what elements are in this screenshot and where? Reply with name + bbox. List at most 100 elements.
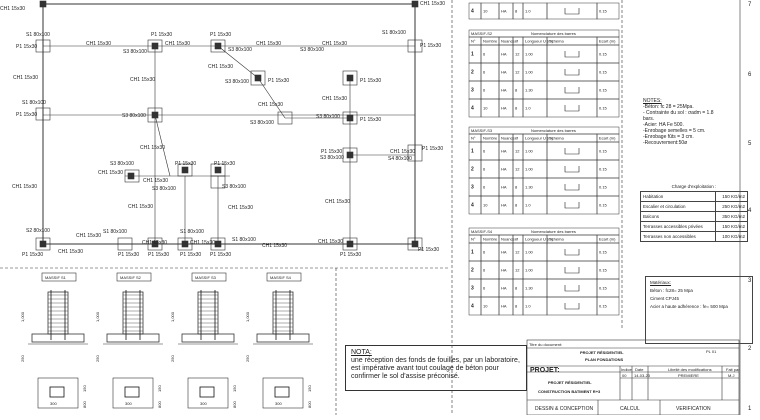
- col-modif: Libellé des modifications: [668, 367, 712, 372]
- plan-label: CH1 15x30: [262, 243, 287, 249]
- cell-text: 6: [483, 268, 486, 273]
- table-cell: [546, 296, 598, 316]
- cell-text: Schéma: [549, 136, 564, 141]
- plan-label: S1 80x100: [22, 100, 46, 106]
- cell-text: 1.00: [525, 52, 534, 57]
- grid-number: 3: [748, 278, 752, 284]
- section-title: MASSIF S4: [270, 275, 292, 280]
- row-modif: PREMIERE: [678, 373, 699, 378]
- materials-line: Acier a haute adhérence : fe= 500 Mpa: [650, 304, 728, 309]
- dim-base: 250: [245, 355, 250, 362]
- plan-label: P1 15x30: [210, 252, 231, 258]
- dim-deep: 800: [307, 401, 312, 408]
- plan-label: S1 80x100: [382, 30, 406, 36]
- cell-text: 8: [515, 286, 518, 291]
- nota-line: est impérative avant tout coulage de bét…: [351, 365, 499, 372]
- bar-shape: [564, 202, 580, 209]
- cell-text: 1.30: [525, 286, 534, 291]
- cell-text: 0.15: [599, 286, 608, 291]
- table-cell: [546, 44, 598, 64]
- plan-label: P1 15x30: [180, 252, 201, 258]
- cell-text: Ecart (m): [599, 136, 616, 141]
- cell-text: HA: [501, 106, 507, 111]
- schedule-header: Nomenclature des barres: [531, 229, 576, 234]
- cell-text: 10: [483, 304, 488, 309]
- bar-shape: [564, 148, 580, 155]
- footing: [407, 144, 423, 162]
- cell-text: 8: [515, 88, 518, 93]
- nota-title: NOTA:: [351, 349, 372, 356]
- plan-label: P1 15x30: [22, 252, 43, 258]
- plan-label: P1 15x30: [418, 247, 439, 253]
- plan-label: CH1 15x30: [13, 75, 38, 81]
- cell-text: 6: [483, 70, 486, 75]
- plan-name: PLAN FONDATIONS: [585, 357, 623, 362]
- cell-text: 4: [471, 203, 474, 209]
- schedule-header: Nomenclature des barres: [531, 128, 576, 133]
- nota-line: une réception des fonds de fouilles, par…: [351, 357, 520, 364]
- table-cell: [546, 195, 598, 215]
- notes-title: NOTES:: [643, 98, 662, 104]
- bar-shape: [564, 303, 580, 310]
- plan-label: S3 80x100: [122, 113, 146, 119]
- plan-label: CH1 15x30: [165, 41, 190, 47]
- longrine: [154, 114, 171, 177]
- cell-text: N°: [471, 237, 476, 242]
- plan-label: CH1 15x30: [322, 41, 347, 47]
- projet-label: PROJET:: [530, 367, 560, 374]
- cell-text: 1.00: [525, 250, 534, 255]
- plan-view: [37, 377, 79, 409]
- plan-label: CH1 15x30: [142, 240, 167, 246]
- cell-text: 12: [515, 70, 520, 75]
- cell: 250 KG/m2: [714, 201, 749, 212]
- bar-shape: [564, 8, 580, 15]
- plan-label: S4 80x100: [388, 156, 412, 162]
- dim-deep: 800: [157, 401, 162, 408]
- sheet-number: PL 01: [706, 349, 717, 354]
- bar-shape: [564, 184, 580, 191]
- cell-text: 2: [471, 268, 474, 274]
- footer-verif: VERIFICATION: [676, 406, 711, 412]
- column: [346, 240, 354, 248]
- row-indice: 00: [622, 373, 627, 378]
- cell-text: N°: [471, 39, 476, 44]
- plan-label: S1 80x100: [232, 237, 256, 243]
- footing: [210, 175, 226, 189]
- cell-text: 3: [471, 185, 474, 191]
- charge-title: Charge d'exploitation :: [671, 184, 717, 189]
- cell-text: 0.15: [599, 250, 608, 255]
- cell-text: HA: [501, 185, 507, 190]
- plan-label: S3 80x100: [316, 114, 340, 120]
- materials-line: Ciment CPJ45: [650, 296, 680, 301]
- materials-line: Béton : fc28= 25 Mpa: [650, 288, 693, 293]
- column: [39, 240, 47, 248]
- plan-pier: [274, 386, 290, 398]
- plan-label: P1 15x30: [360, 117, 381, 123]
- bar-shape: [564, 51, 580, 58]
- dim-height: 1,000: [245, 311, 250, 322]
- cell-text: 0.15: [599, 304, 608, 309]
- cell-text: 12: [515, 52, 520, 57]
- footing: [177, 237, 193, 251]
- column: [127, 172, 135, 180]
- footing: [342, 111, 358, 125]
- cell-text: 8: [515, 106, 518, 111]
- bar-shape: [564, 69, 580, 76]
- plan-label: S3 80x100: [123, 49, 147, 55]
- cell-text: N°: [471, 136, 476, 141]
- grid-number: 1: [748, 406, 752, 412]
- plan-label: S3 80x100: [110, 161, 134, 167]
- plan-pier: [124, 386, 140, 398]
- project-header: PROJET RÉSIDENTIEL: [580, 350, 624, 355]
- cell-text: 1: [471, 52, 474, 58]
